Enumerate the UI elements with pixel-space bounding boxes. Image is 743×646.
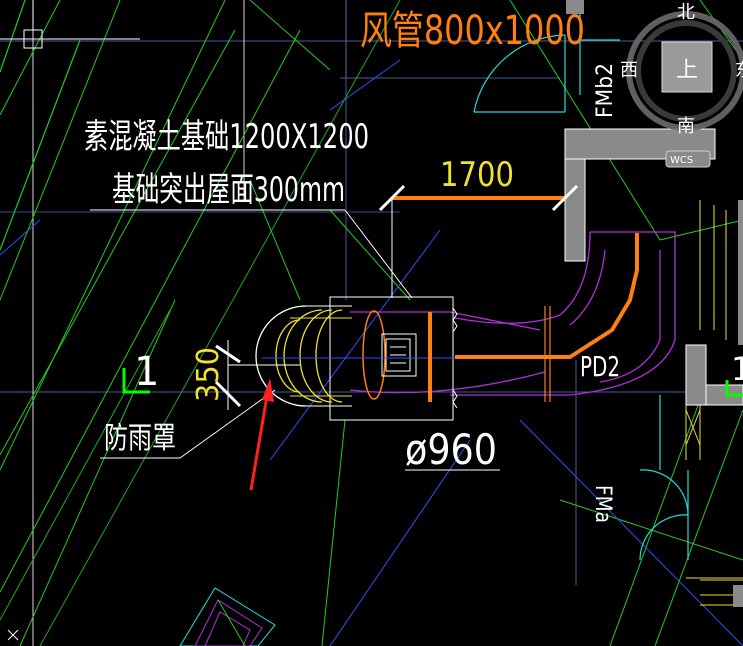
viewcube-west-label[interactable]: 西 bbox=[620, 60, 638, 81]
section-mark-symbol bbox=[122, 368, 743, 397]
stair-outline bbox=[7, 587, 276, 646]
section-mark-number-right: 1 bbox=[731, 350, 743, 388]
viewcube-top-label: 上 bbox=[676, 58, 698, 83]
dimension-1700 bbox=[378, 184, 579, 298]
section-mark-number: 1 bbox=[134, 349, 159, 395]
foundation-note-line1: 素混凝土基础1200X1200 bbox=[84, 117, 369, 157]
duct-outline-magenta bbox=[349, 231, 676, 396]
yellow-wall-lines bbox=[685, 200, 743, 606]
wcs-button[interactable] bbox=[665, 150, 711, 168]
dimension-1700-label: 1700 bbox=[440, 155, 514, 195]
rain-cover-label: 防雨罩 bbox=[104, 421, 176, 456]
diameter-label: ø960 bbox=[405, 425, 497, 474]
duct-size-label: 风管800x1000 bbox=[360, 8, 585, 54]
viewcube[interactable]: 上 北 南 西 东 WCS bbox=[620, 2, 743, 168]
fmb2-label: FMb2 bbox=[593, 63, 618, 118]
wcs-label: WCS bbox=[670, 155, 693, 166]
door-swings bbox=[473, 0, 689, 561]
dimension-350-label: 350 bbox=[191, 347, 226, 402]
red-pointer-arrow bbox=[249, 378, 274, 491]
viewcube-south-label[interactable]: 南 bbox=[677, 116, 695, 137]
viewcube-north-label[interactable]: 北 bbox=[677, 2, 695, 23]
pd2-label: PD2 bbox=[580, 350, 620, 383]
dimension-350 bbox=[214, 340, 300, 410]
leader-lines bbox=[90, 209, 500, 471]
foundation-note-line2: 基础突出屋面300mm bbox=[112, 170, 345, 210]
viewcube-east-label[interactable]: 东 bbox=[735, 60, 743, 81]
fma-label: FMa bbox=[590, 485, 615, 523]
viewcube-top-face[interactable] bbox=[661, 41, 713, 93]
fan-assembly bbox=[255, 296, 470, 421]
orange-duct-routing bbox=[455, 233, 639, 402]
crosshair-cursor bbox=[0, 0, 140, 49]
